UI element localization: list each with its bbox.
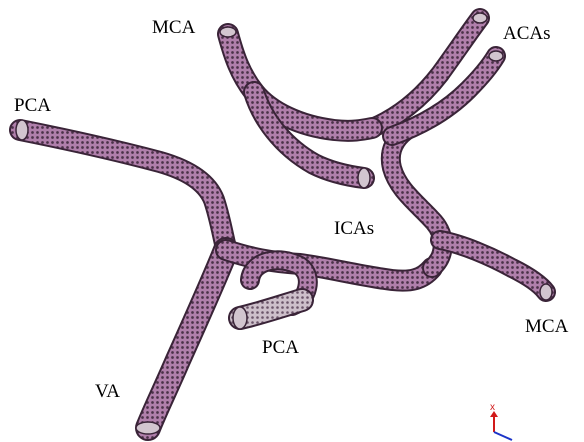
- label-pca-left: PCA: [14, 96, 51, 115]
- vessel-end-mca-top: [220, 27, 236, 37]
- vessel-end-pca-mid: [233, 307, 247, 329]
- axis-x-label: x: [490, 402, 495, 413]
- axis-triad-icon: x: [478, 398, 518, 442]
- label-mca-right: MCA: [525, 317, 568, 336]
- axis-blue-arrow: [494, 432, 512, 440]
- label-mca-top: MCA: [152, 18, 195, 37]
- vessel-end-va: [136, 422, 160, 434]
- label-acas: ACAs: [503, 24, 551, 43]
- label-pca-mid: PCA: [262, 338, 299, 357]
- vessel-end-aca-2: [489, 51, 503, 61]
- vessel-end-inner-branch: [358, 168, 370, 188]
- vessel-end-aca-1: [473, 13, 487, 23]
- label-va: VA: [95, 382, 120, 401]
- vessel-end-pca-left: [16, 120, 28, 140]
- label-icas: ICAs: [334, 219, 374, 238]
- vessel-end-mca-right: [540, 284, 552, 300]
